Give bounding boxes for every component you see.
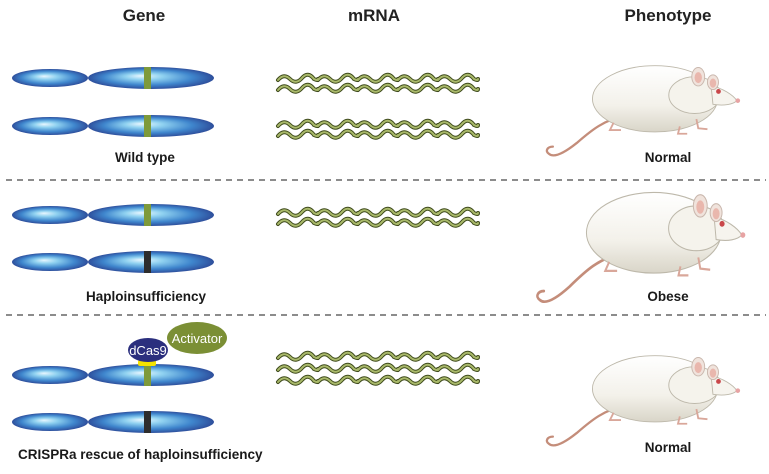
nonfunctional-allele-band [144, 411, 151, 433]
activator-protein [167, 322, 227, 354]
mouse-illustration [545, 354, 742, 447]
chromosome-allele [12, 67, 214, 89]
functional-allele-band [144, 115, 151, 137]
gene-label-haploinsufficiency: Haploinsufficiency [85, 289, 207, 304]
phenotype-header: Phenotype [624, 6, 712, 25]
dcas9-protein [128, 338, 168, 362]
phenotype-label-obese: Obese [647, 289, 689, 304]
activator-label: Activator [172, 331, 223, 346]
mrna-header: mRNA [348, 6, 400, 25]
gene-label-crispra-rescue: CRISPRa rescue of haploinsufficiency [18, 447, 263, 462]
phenotype-label-normal: Normal [644, 150, 692, 165]
nonfunctional-allele-band [144, 251, 151, 273]
chromosome-allele [12, 251, 214, 273]
obese-mouse-illustration [536, 191, 747, 304]
chromosome-allele [12, 115, 214, 137]
chromosome-allele [12, 411, 214, 433]
chromosome-allele [12, 204, 214, 226]
gene-header: Gene [122, 6, 166, 25]
functional-allele-band [144, 204, 151, 226]
gene-label-wild-type: Wild type [115, 150, 175, 165]
functional-allele-band [144, 364, 151, 386]
phenotype-label-normal: Normal [644, 440, 692, 455]
dcas9-label: dCas9 [129, 343, 167, 358]
functional-allele-band [144, 67, 151, 89]
chromosome-allele [12, 364, 214, 386]
mouse-illustration [545, 64, 742, 157]
